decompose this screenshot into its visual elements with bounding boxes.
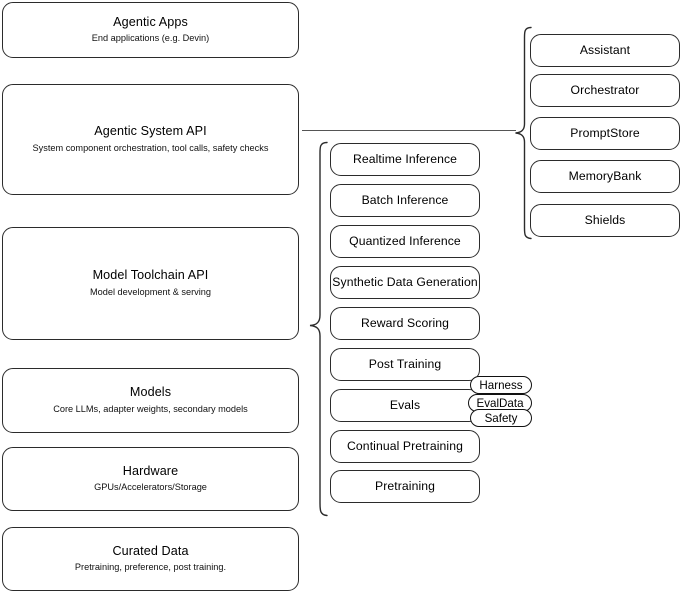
stack-layer-title: Hardware xyxy=(122,463,179,478)
system-component-promptstore[interactable]: PromptStore xyxy=(530,117,680,150)
stack-layer-subtitle: Pretraining, preference, post training. xyxy=(74,562,227,573)
component-label: Shields xyxy=(584,212,626,227)
badge-label: EvalData xyxy=(476,396,524,410)
component-label: Synthetic Data Generation xyxy=(332,274,478,289)
stack-layer-title: Models xyxy=(129,385,172,400)
toolchain-component-synthetic-data-generation[interactable]: Synthetic Data Generation xyxy=(330,266,480,299)
stack-layer-title: Agentic Apps xyxy=(113,14,188,29)
component-label: Assistant xyxy=(579,42,631,57)
component-label: Realtime Inference xyxy=(352,151,458,166)
toolchain-component-batch-inference[interactable]: Batch Inference xyxy=(330,184,480,217)
evals-badge-safety[interactable]: Safety xyxy=(470,409,532,427)
connector-line-system-api-to-components xyxy=(302,130,516,132)
component-label: MemoryBank xyxy=(568,168,642,183)
stack-layer-hardware[interactable]: Hardware GPUs/Accelerators/Storage xyxy=(2,447,299,511)
toolchain-component-reward-scoring[interactable]: Reward Scoring xyxy=(330,307,480,340)
stack-layer-title: Model Toolchain API xyxy=(92,268,209,283)
stack-layer-agentic-apps[interactable]: Agentic Apps End applications (e.g. Devi… xyxy=(2,2,299,58)
system-component-assistant[interactable]: Assistant xyxy=(530,34,680,67)
stack-layer-curated-data[interactable]: Curated Data Pretraining, preference, po… xyxy=(2,527,299,591)
badge-label: Harness xyxy=(479,378,523,392)
toolchain-component-quantized-inference[interactable]: Quantized Inference xyxy=(330,225,480,258)
component-label: PromptStore xyxy=(570,125,640,140)
toolchain-component-pretraining[interactable]: Pretraining xyxy=(330,470,480,503)
toolchain-component-evals[interactable]: Evals xyxy=(330,389,480,422)
stack-layer-model-toolchain-api[interactable]: Model Toolchain API Model development & … xyxy=(2,227,299,340)
component-label: Pretraining xyxy=(374,478,436,493)
stack-layer-subtitle: System component orchestration, tool cal… xyxy=(32,142,269,153)
stack-layer-models[interactable]: Models Core LLMs, adapter weights, secon… xyxy=(2,368,299,433)
brace-system-components xyxy=(512,26,532,240)
toolchain-component-post-training[interactable]: Post Training xyxy=(330,348,480,381)
stack-layer-subtitle: Core LLMs, adapter weights, secondary mo… xyxy=(53,403,248,414)
component-label: Reward Scoring xyxy=(360,315,450,330)
system-component-memorybank[interactable]: MemoryBank xyxy=(530,160,680,193)
stack-layer-title: Agentic System API xyxy=(94,124,207,139)
system-component-orchestrator[interactable]: Orchestrator xyxy=(530,74,680,107)
component-label: Evals xyxy=(389,397,421,412)
component-label: Post Training xyxy=(368,356,442,371)
system-component-shields[interactable]: Shields xyxy=(530,204,680,237)
component-label: Batch Inference xyxy=(361,192,449,207)
badge-label: Safety xyxy=(484,411,518,425)
stack-layer-subtitle: Model development & serving xyxy=(89,286,212,297)
component-label: Continual Pretraining xyxy=(347,438,463,453)
toolchain-component-realtime-inference[interactable]: Realtime Inference xyxy=(330,143,480,176)
stack-layer-agentic-system-api[interactable]: Agentic System API System component orch… xyxy=(2,84,299,195)
stack-layer-subtitle: GPUs/Accelerators/Storage xyxy=(94,482,207,493)
component-label: Orchestrator xyxy=(570,82,640,97)
brace-toolchain-components xyxy=(306,141,328,517)
component-label: Quantized Inference xyxy=(349,233,461,248)
stack-layer-title: Curated Data xyxy=(112,543,189,558)
evals-badge-harness[interactable]: Harness xyxy=(470,376,532,394)
stack-layer-subtitle: End applications (e.g. Devin) xyxy=(91,33,210,44)
toolchain-component-continual-pretraining[interactable]: Continual Pretraining xyxy=(330,430,480,463)
